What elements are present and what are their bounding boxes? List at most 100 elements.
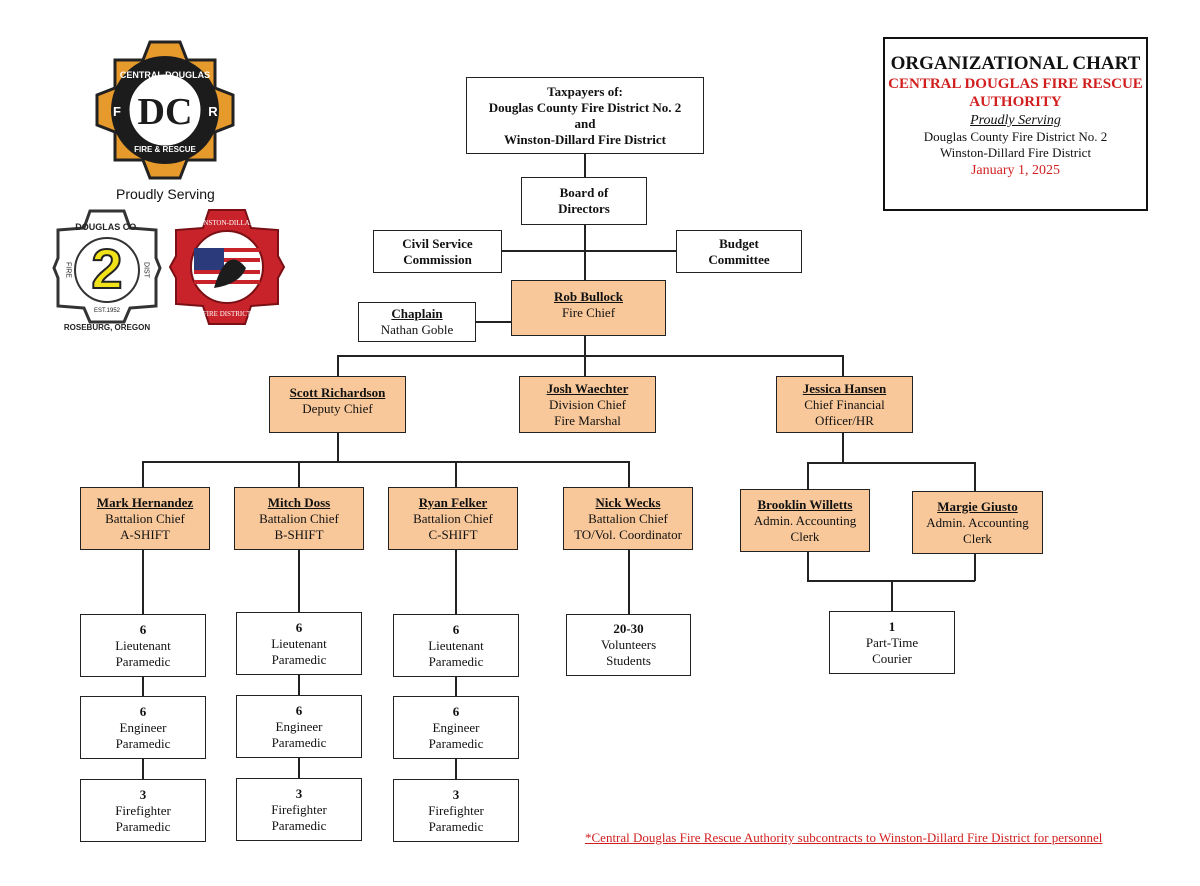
connector bbox=[807, 462, 809, 490]
fire-chief-title: Fire Chief bbox=[561, 305, 616, 320]
civil-service-line: Civil Service bbox=[402, 235, 473, 251]
firefighter-box: 3 Firefighter Paramedic bbox=[80, 779, 206, 842]
division-chief-box: Josh Waechter Division Chief Fire Marsha… bbox=[519, 376, 656, 433]
chart-date: January 1, 2025 bbox=[970, 163, 1061, 178]
crew-role: Paramedic bbox=[271, 817, 327, 833]
crew-role: Paramedic bbox=[271, 651, 327, 667]
crew-count: 3 bbox=[139, 786, 147, 802]
battalion-chief-title: Battalion Chief bbox=[588, 510, 668, 526]
firefighter-box: 3 Firefighter Paramedic bbox=[236, 778, 362, 841]
connector bbox=[628, 461, 630, 487]
battalion-chief-name: Mitch Doss bbox=[267, 494, 331, 510]
fire-chief-box: Rob Bullock Fire Chief bbox=[511, 280, 666, 336]
taxpayers-line: and bbox=[574, 115, 596, 131]
battalion-chief-box: Mitch Doss Battalion Chief B-SHIFT bbox=[234, 487, 364, 550]
chaplain-name: Nathan Goble bbox=[380, 322, 454, 337]
budget-committee-box: Budget Committee bbox=[676, 230, 802, 273]
engineer-box: 6 Engineer Paramedic bbox=[80, 696, 206, 759]
deputy-chief-name: Scott Richardson bbox=[289, 385, 386, 400]
battalion-chief-title: Battalion Chief bbox=[259, 510, 339, 526]
battalion-chief-shift: TO/Vol. Coordinator bbox=[574, 526, 682, 542]
crew-role: Paramedic bbox=[115, 735, 171, 751]
crew-count: 3 bbox=[452, 786, 460, 802]
connector bbox=[501, 250, 677, 252]
crew-role: Paramedic bbox=[115, 818, 171, 834]
lieutenant-box: 6 Lieutenant Paramedic bbox=[393, 614, 519, 677]
taxpayers-line: Douglas County Fire District No. 2 bbox=[488, 99, 682, 115]
accounting-clerk-box: Margie Giusto Admin. Accounting Clerk bbox=[912, 491, 1043, 554]
wd-logo-bottom-text: FIRE DISTRICT bbox=[203, 310, 252, 318]
finance-officer-title: Chief Financial bbox=[804, 396, 885, 412]
finance-officer-box: Jessica Hansen Chief Financial Officer/H… bbox=[776, 376, 913, 433]
courier-count: 1 bbox=[888, 618, 896, 634]
wd-logo-top-text: WINSTON-DILLARD bbox=[194, 219, 259, 227]
chaplain-title: Chaplain bbox=[391, 306, 443, 321]
budget-line: Budget bbox=[719, 235, 759, 251]
clerk-title: Admin. Accounting bbox=[753, 512, 857, 528]
personnel-footnote: *Central Douglas Fire Rescue Authority s… bbox=[585, 830, 1103, 845]
lieutenant-box: 6 Lieutenant Paramedic bbox=[80, 614, 206, 677]
courier-role: Courier bbox=[872, 650, 912, 666]
connector bbox=[584, 225, 586, 280]
connector bbox=[455, 758, 457, 780]
division-chief-title: Division Chief bbox=[549, 396, 626, 412]
authority-name: CENTRAL DOUGLAS FIRE RESCUE AUTHORITY bbox=[888, 76, 1143, 110]
finance-officer-name: Jessica Hansen bbox=[802, 380, 887, 396]
logo-monogram: DC bbox=[138, 91, 193, 133]
civil-service-box: Civil Service Commission bbox=[373, 230, 502, 273]
taxpayers-line: Taxpayers of: bbox=[547, 83, 623, 99]
board-line: Directors bbox=[558, 201, 610, 216]
dc-logo-dist-text: DIST bbox=[143, 262, 150, 279]
connector bbox=[142, 461, 629, 463]
logo-r-letter: R bbox=[208, 104, 218, 119]
connector bbox=[628, 549, 630, 615]
deputy-chief-box: Scott Richardson Deputy Chief bbox=[269, 376, 406, 433]
connector bbox=[455, 675, 457, 697]
crew-role: Paramedic bbox=[428, 653, 484, 669]
crew-role: Lieutenant bbox=[428, 637, 484, 653]
battalion-chief-shift: B-SHIFT bbox=[274, 526, 324, 542]
connector bbox=[142, 549, 144, 615]
connector bbox=[142, 461, 144, 487]
division-chief-name: Josh Waechter bbox=[546, 380, 629, 396]
battalion-chief-box: Mark Hernandez Battalion Chief A-SHIFT bbox=[80, 487, 210, 550]
volunteers-role: Students bbox=[606, 653, 651, 668]
chart-title: ORGANIZATIONAL CHART bbox=[890, 53, 1141, 74]
connector bbox=[842, 432, 844, 462]
battalion-chief-box: Ryan Felker Battalion Chief C-SHIFT bbox=[388, 487, 518, 550]
district-1: Douglas County Fire District No. 2 bbox=[923, 129, 1108, 144]
battalion-chief-title: Battalion Chief bbox=[105, 510, 185, 526]
crew-role: Paramedic bbox=[428, 818, 484, 834]
crew-role: Paramedic bbox=[428, 735, 484, 751]
clerk-name: Margie Giusto bbox=[937, 498, 1018, 514]
connector bbox=[142, 676, 144, 697]
connector bbox=[337, 432, 339, 462]
logo-f-letter: F bbox=[113, 104, 121, 119]
engineer-box: 6 Engineer Paramedic bbox=[393, 696, 519, 759]
connector bbox=[584, 153, 586, 177]
battalion-chief-box: Nick Wecks Battalion Chief TO/Vol. Coord… bbox=[563, 487, 693, 550]
lieutenant-box: 6 Lieutenant Paramedic bbox=[236, 612, 362, 675]
dc-logo-est-text: EST.1952 bbox=[94, 308, 121, 314]
civil-service-line: Commission bbox=[403, 251, 472, 267]
connector bbox=[298, 757, 300, 779]
crew-count: 6 bbox=[452, 621, 460, 637]
connector bbox=[807, 462, 975, 464]
connector bbox=[142, 758, 144, 780]
accounting-clerk-box: Brooklin Willetts Admin. Accounting Cler… bbox=[740, 489, 870, 552]
dc-logo-fire-text: FIRE bbox=[65, 262, 72, 278]
crew-role: Lieutenant bbox=[271, 635, 327, 651]
connector bbox=[298, 461, 300, 487]
crew-role: Firefighter bbox=[115, 802, 171, 818]
battalion-chief-title: Battalion Chief bbox=[413, 510, 493, 526]
fire-chief-name: Rob Bullock bbox=[554, 289, 623, 304]
crew-count: 6 bbox=[452, 703, 460, 719]
budget-line: Committee bbox=[708, 251, 770, 267]
connector bbox=[455, 549, 457, 615]
logo-ring-top-text: CENTRAL DOUGLAS bbox=[120, 70, 210, 80]
crew-role: Engineer bbox=[119, 719, 167, 735]
crew-count: 6 bbox=[295, 702, 303, 718]
proudly-serving-text: Proudly Serving bbox=[970, 113, 1061, 128]
battalion-chief-shift: A-SHIFT bbox=[120, 526, 170, 542]
connector bbox=[807, 551, 809, 581]
